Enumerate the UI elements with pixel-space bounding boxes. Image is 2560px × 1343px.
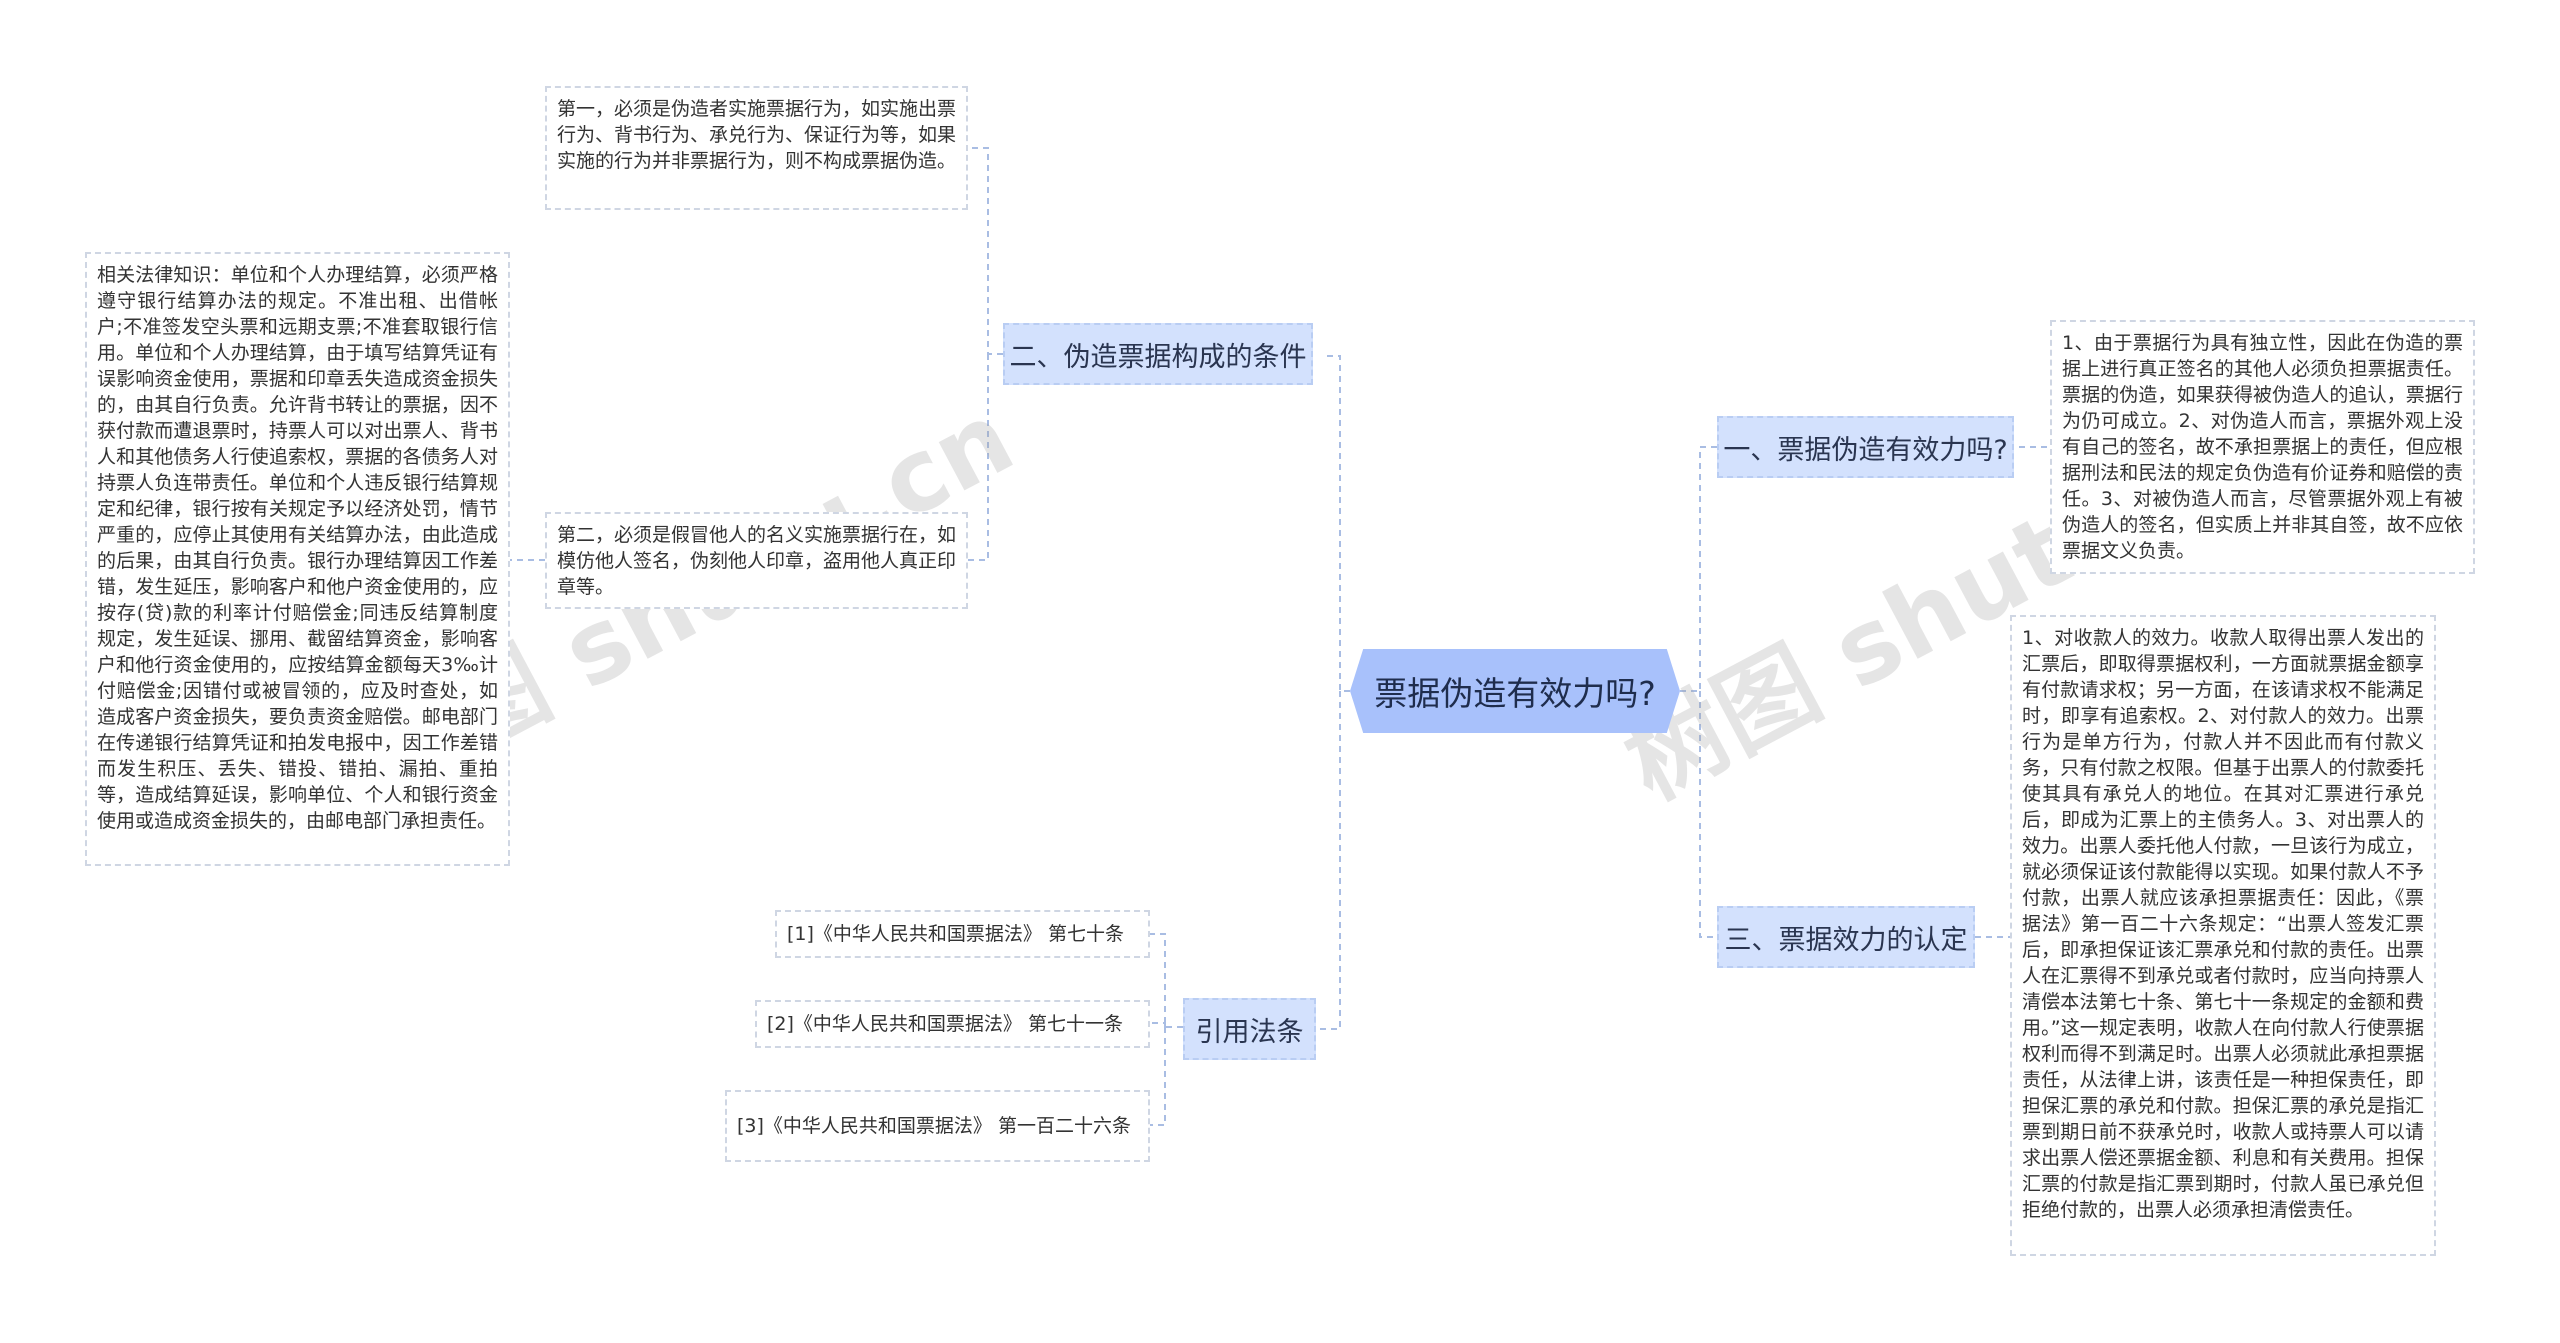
branch-effect-label: 三、票据效力的认定 bbox=[1724, 924, 1968, 956]
branch-refs[interactable]: 引用法条 bbox=[1183, 998, 1316, 1060]
connector-refs-ref2 bbox=[1150, 1022, 1166, 1027]
connector-root-refs bbox=[1315, 691, 1341, 1030]
connector-root-conditions bbox=[1325, 355, 1350, 692]
leaf-ref-2[interactable]: [2]《中华人民共和国票据法》 第七十一条 bbox=[755, 1000, 1150, 1048]
branch-refs-label: 引用法条 bbox=[1195, 1016, 1304, 1048]
leaf-first-condition: 第一，必须是伪造者实施票据行为，如实施出票行为、背书行为、承兑行为、保证行为等，… bbox=[545, 86, 968, 210]
leaf-ref-3[interactable]: [3]《中华人民共和国票据法》 第一百二十六条 bbox=[725, 1090, 1150, 1162]
leaf-validity-detail-text: 1、由于票据行为具有独立性，因此在伪造的票据上进行真正签名的其他人必须负担票据责… bbox=[2062, 332, 2463, 562]
connector-refs-ref3 bbox=[1150, 1027, 1166, 1126]
leaf-effect-detail: 1、对收款人的效力。收款人取得出票人发出的汇票后，即取得票据权利，一方面就票据金… bbox=[2010, 615, 2436, 1256]
leaf-effect-detail-text: 1、对收款人的效力。收款人取得出票人发出的汇票后，即取得票据权利，一方面就票据金… bbox=[2022, 627, 2424, 1221]
leaf-ref-1[interactable]: [1]《中华人民共和国票据法》 第七十条 bbox=[775, 910, 1150, 958]
connector-conditions-first bbox=[968, 147, 1003, 355]
leaf-related-law: 相关法律知识：单位和个人办理结算，必须严格遵守银行结算办法的规定。不准出租、出借… bbox=[85, 252, 510, 866]
connector-refs-ref1 bbox=[1150, 933, 1183, 1028]
leaf-related-law-text: 相关法律知识：单位和个人办理结算，必须严格遵守银行结算办法的规定。不准出租、出借… bbox=[97, 264, 498, 832]
connector-root-validity bbox=[1680, 446, 1717, 692]
branch-effect[interactable]: 三、票据效力的认定 bbox=[1717, 906, 1975, 968]
branch-conditions-label: 二、伪造票据构成的条件 bbox=[1009, 341, 1307, 373]
leaf-second-condition-text: 第二，必须是假冒他人的名义实施票据行在，如模仿他人签名，伪刻他人印章，盗用他人真… bbox=[557, 524, 957, 598]
leaf-ref-1-text: [1]《中华人民共和国票据法》 第七十条 bbox=[787, 923, 1124, 945]
leaf-ref-3-text: [3]《中华人民共和国票据法》 第一百二十六条 bbox=[737, 1115, 1131, 1137]
root-node[interactable]: 票据伪造有效力吗? bbox=[1350, 649, 1680, 733]
leaf-second-condition: 第二，必须是假冒他人的名义实施票据行在，如模仿他人签名，伪刻他人印章，盗用他人真… bbox=[545, 512, 968, 609]
leaf-ref-2-text: [2]《中华人民共和国票据法》 第七十一条 bbox=[767, 1013, 1123, 1035]
connector-root-effect bbox=[1699, 691, 1717, 938]
leaf-first-condition-text: 第一，必须是伪造者实施票据行为，如实施出票行为、背书行为、承兑行为、保证行为等，… bbox=[557, 98, 957, 172]
root-label: 票据伪造有效力吗? bbox=[1374, 674, 1656, 713]
branch-validity[interactable]: 一、票据伪造有效力吗? bbox=[1717, 416, 2014, 478]
branch-validity-label: 一、票据伪造有效力吗? bbox=[1723, 434, 2008, 466]
leaf-validity-detail: 1、由于票据行为具有独立性，因此在伪造的票据上进行真正签名的其他人必须负担票据责… bbox=[2050, 320, 2475, 574]
connector-conditions-second bbox=[968, 354, 989, 561]
branch-conditions[interactable]: 二、伪造票据构成的条件 bbox=[1003, 323, 1313, 385]
connector-conditions-law bbox=[970, 354, 989, 561]
